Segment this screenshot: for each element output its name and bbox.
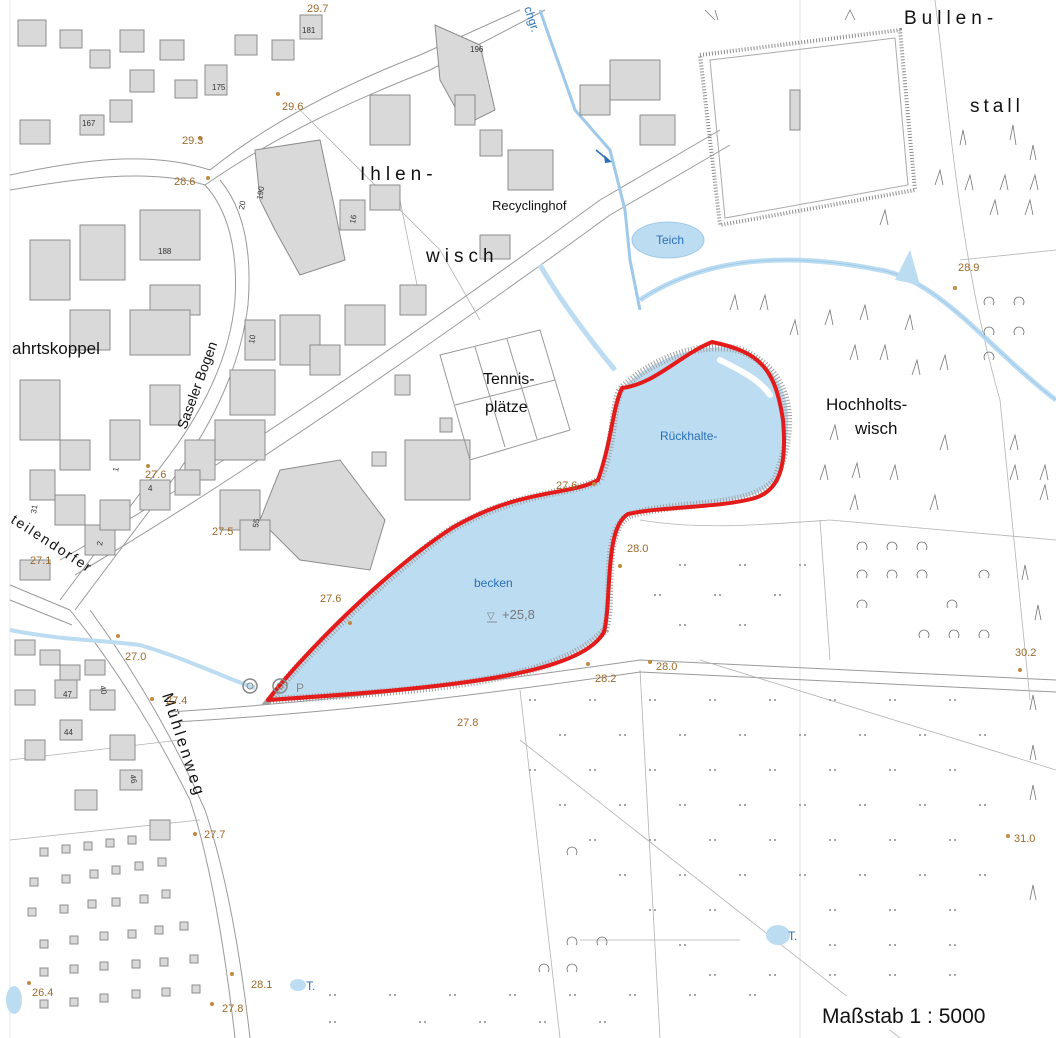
house-number: 4 xyxy=(148,484,153,493)
house-number: 1 xyxy=(111,466,121,472)
house-number: 175 xyxy=(212,83,226,92)
elevation-label: 28.0 xyxy=(656,661,677,673)
label-ihlen: Ihlen- xyxy=(360,164,438,185)
house-number: 31 xyxy=(29,503,40,514)
house-number: 196 xyxy=(470,45,484,54)
house-number: 16 xyxy=(348,213,359,224)
house-number: 2 xyxy=(95,540,105,546)
label-plaetze: plätze xyxy=(485,399,528,416)
waterways xyxy=(6,9,1056,1014)
elevation-label: 27.8 xyxy=(222,1003,243,1015)
house-number: 46 xyxy=(128,774,139,785)
elevation-label: 31.0 xyxy=(1014,833,1035,845)
elevation-label: 27.6 xyxy=(145,469,166,481)
bush-symbols xyxy=(538,296,1025,973)
embankment xyxy=(697,27,918,228)
water-label-teich: Teich xyxy=(656,233,684,247)
house-number: 44 xyxy=(64,728,73,737)
water-level-value: +25,8 xyxy=(502,607,535,622)
house-number: 190 xyxy=(255,185,266,200)
grassland-dots xyxy=(329,564,986,1023)
outlet-symbols xyxy=(242,678,288,694)
elevation-label: 28.0 xyxy=(627,543,648,555)
elevation-label: 27.8 xyxy=(457,717,478,729)
label-parking: P xyxy=(296,681,304,695)
label-wisch: wisch xyxy=(425,246,499,267)
allotment-sheds xyxy=(27,835,201,1009)
house-number: 10 xyxy=(247,333,258,344)
label-stall: stall xyxy=(970,96,1024,117)
house-number: 188 xyxy=(158,247,172,256)
house-number: 20 xyxy=(237,199,248,210)
elevation-label: 28.9 xyxy=(958,262,979,274)
scale-label: Maßstab 1 : 5000 xyxy=(822,1005,985,1028)
basin-boundary xyxy=(266,340,787,702)
water-label-rueckhalte: Rückhalte- xyxy=(660,429,717,443)
elevation-label: 27.5 xyxy=(212,526,233,538)
label-hochholts: Hochholts- xyxy=(826,395,907,414)
svg-text:▽: ▽ xyxy=(487,611,495,622)
elevation-label: 27.6 xyxy=(556,480,577,492)
label-fahrtskoppel: ahrtskoppel xyxy=(12,339,100,358)
elevation-dots xyxy=(27,92,1022,1006)
elevation-label: 27.6 xyxy=(320,593,341,605)
tennis-courts xyxy=(439,329,571,461)
elevation-label: 28.1 xyxy=(251,979,272,991)
elevation-label: 26.4 xyxy=(32,987,53,999)
elevation-label: 30.2 xyxy=(1015,647,1036,659)
label-recyclinghof: Recyclinghof xyxy=(492,198,567,213)
water-label-t2: T. xyxy=(306,979,315,993)
house-number: 55 xyxy=(251,517,262,528)
elevation-label: 27.1 xyxy=(30,555,51,567)
water-label-t1: T. xyxy=(788,929,797,943)
conifer-symbols xyxy=(704,9,1049,901)
elevation-label: 29.6 xyxy=(282,101,303,113)
water-label-becken: becken xyxy=(474,576,513,590)
house-number: 181 xyxy=(302,26,316,35)
label-bullen: Bullen- xyxy=(904,8,998,29)
house-number: 167 xyxy=(82,119,96,128)
elevation-label: 29.7 xyxy=(307,3,328,15)
buildings xyxy=(14,14,801,841)
teich-pond xyxy=(631,221,705,259)
house-number: 40 xyxy=(98,685,109,696)
elevation-label: 28.2 xyxy=(595,673,616,685)
elevation-label: 27.0 xyxy=(125,651,146,663)
water-level-marker: ▽ +25,8 xyxy=(487,607,535,623)
elevation-label: 28.6 xyxy=(174,176,195,188)
elevation-label: 27.4 xyxy=(166,695,187,707)
label-tennis: Tennis- xyxy=(483,371,535,388)
elevation-label: 29.3 xyxy=(182,135,203,147)
house-number: 47 xyxy=(63,690,72,699)
label-hochholts-wisch: wisch xyxy=(854,419,898,438)
elevation-label: 27.7 xyxy=(204,829,225,841)
